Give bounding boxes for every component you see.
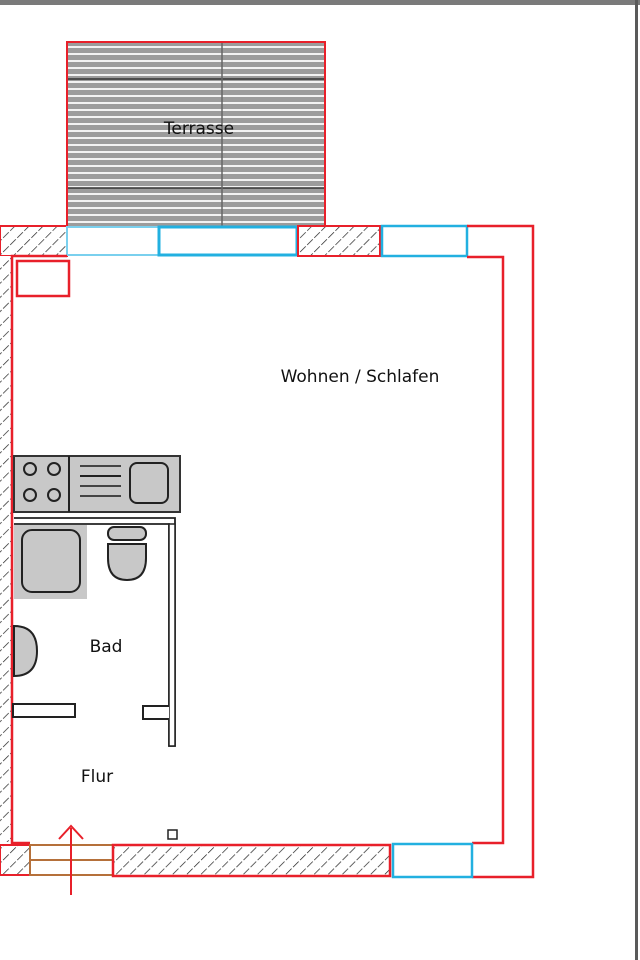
window-top-3 — [380, 224, 469, 258]
window-top-2 — [157, 225, 299, 257]
window-bottom — [391, 842, 474, 879]
terrace: Terrasse — [66, 41, 326, 229]
stove-icon — [23, 462, 61, 502]
bathroom-label: Bad — [90, 637, 123, 657]
inner-wall-right — [467, 255, 505, 845]
hall-label: Flur — [81, 767, 113, 787]
toilet-icon — [107, 526, 147, 582]
entrance-arrow-icon — [58, 824, 84, 895]
wall-segment-bottom — [111, 843, 392, 878]
window-top-1 — [66, 226, 160, 256]
top-wall — [0, 224, 535, 879]
bathroom: Bad — [12, 517, 176, 747]
bath-wall-stub-left — [12, 703, 76, 718]
viewport-right-border — [635, 0, 638, 960]
sink-drainboard-icon — [80, 462, 169, 504]
bath-door-jamb — [142, 705, 169, 720]
light-switch-icon — [167, 829, 178, 840]
outer-wall-right — [467, 224, 535, 879]
kitchenette — [13, 455, 181, 513]
terrace-label: Terrasse — [163, 119, 234, 139]
living-room-label: Wohnen / Schlafen — [281, 367, 440, 387]
left-wall — [0, 254, 71, 845]
washbasin-icon — [13, 624, 39, 678]
chimney-shaft — [15, 259, 71, 298]
shower-tray-icon — [14, 525, 87, 599]
wall-segment-top — [297, 225, 381, 257]
viewport-top-border — [0, 0, 640, 5]
